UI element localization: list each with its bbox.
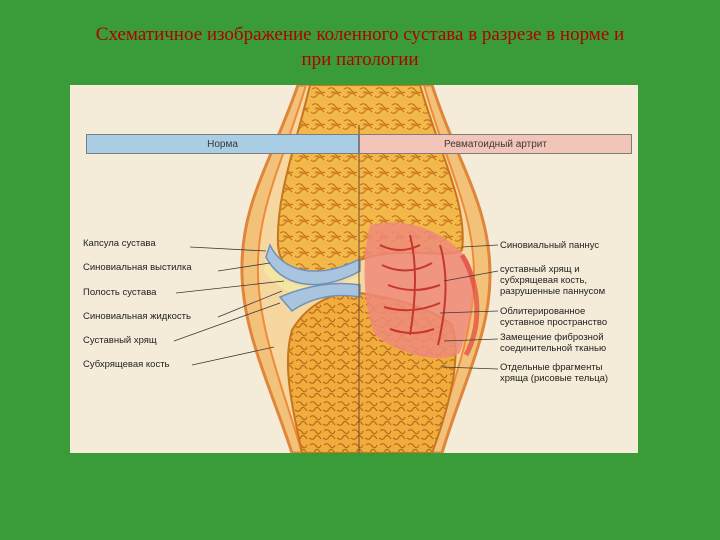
slide-title-line-2: при патологии: [301, 49, 419, 70]
knee-joint-illustration: [173, 85, 499, 453]
label-rice-bodies: Отдельные фрагменты хряща (рисовые тельц…: [500, 362, 609, 384]
fibrous-replacement: [459, 253, 480, 357]
label-subchondral-bone: Субхрящевая кость: [83, 359, 170, 370]
label-cartilage-destroyed: суставный хрящ и субхрящевая кость, разр…: [500, 264, 606, 297]
label-joint-cavity: Полость сустава: [83, 287, 157, 298]
right-leader-lines: [439, 244, 499, 370]
left-leader-lines: [173, 246, 285, 366]
label-fibrous-replacement: Замещение фиброзной соединительной ткань…: [500, 332, 607, 354]
knee-joint-diagram: Норма Ревматоидный артрит Капсула сустав…: [70, 85, 638, 453]
pannus-fibers: [379, 234, 447, 346]
banner-normal: Норма: [86, 134, 359, 154]
label-joint-capsule: Капсула сустава: [83, 238, 156, 249]
slide-title: Схематичное изображение коленного сустав…: [0, 22, 720, 72]
femur-cartilage: [265, 242, 361, 286]
banner-rheumatoid-arthritis: Ревматоидный артрит: [359, 134, 632, 154]
tibia-cartilage: [278, 282, 361, 313]
label-synovial-fluid: Синовиальная жидкость: [83, 311, 191, 322]
label-obliterated-space: Облитерированное суставное пространство: [500, 306, 608, 328]
label-articular-cartilage: Суставный хрящ: [83, 335, 157, 346]
slide-title-line-1: Схематичное изображение коленного сустав…: [95, 24, 625, 45]
label-synovial-pannus: Синовиальный паннус: [500, 240, 600, 251]
label-synovial-lining: Синовиальная выстилка: [83, 262, 192, 273]
